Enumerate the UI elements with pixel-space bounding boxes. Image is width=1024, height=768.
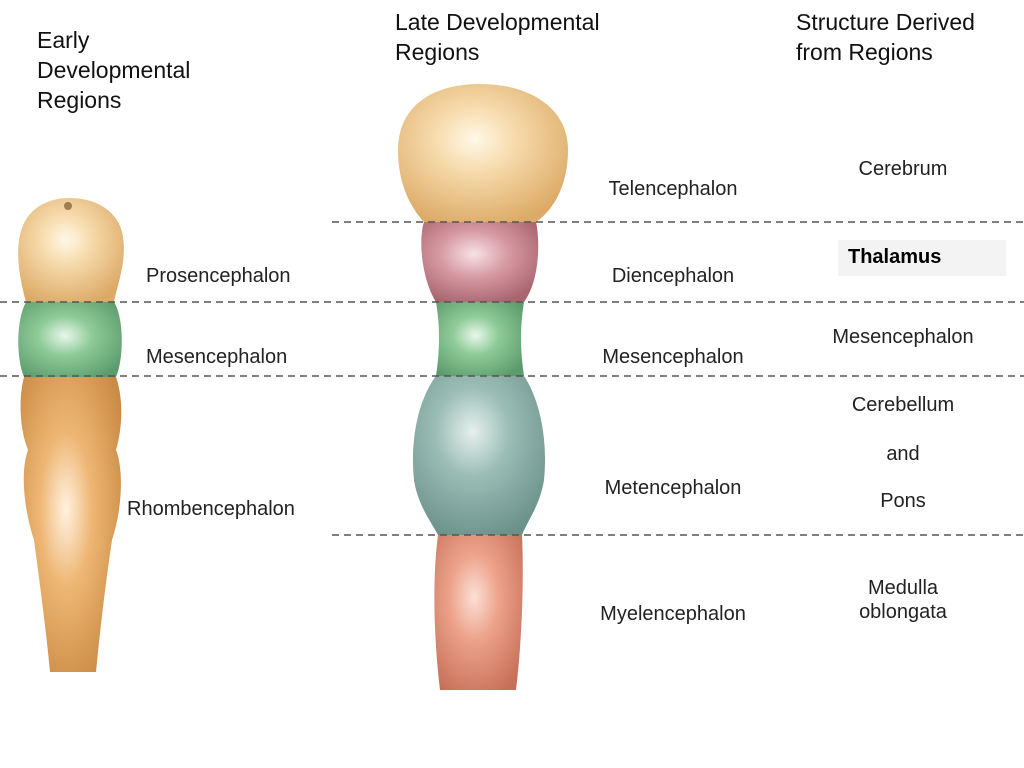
label-myelencephalon: Myelencephalon (600, 603, 746, 625)
early-mesencephalon-segment (18, 302, 122, 377)
early-header-line2: Developmental (37, 57, 191, 83)
diencephalon-segment (421, 222, 539, 302)
late-regions-header: Late Developmental Regions (395, 7, 600, 67)
label-metencephalon: Metencephalon (604, 477, 742, 499)
derived-header-line2: from Regions (796, 39, 933, 65)
label-derived-mesencephalon: Mesencephalon (832, 326, 974, 348)
label-pons: Pons (880, 490, 926, 512)
telencephalon-segment (398, 84, 568, 222)
label-thalamus: Thalamus (848, 246, 942, 268)
label-rhombencephalon: Rhombencephalon (127, 498, 295, 520)
label-cerebrum: Cerebrum (858, 158, 948, 180)
early-header-line3: Regions (37, 87, 122, 113)
label-diencephalon: Diencephalon (611, 265, 735, 287)
label-and: and (886, 443, 920, 465)
label-medulla-line1: Medulla (867, 577, 939, 599)
early-regions-header: Early Developmental Regions (37, 25, 190, 115)
early-prosencephalon-segment (18, 198, 124, 302)
label-telencephalon: Telencephalon (608, 178, 738, 200)
label-medulla-line2: oblongata (859, 601, 947, 623)
label-prosencephalon: Prosencephalon (146, 265, 291, 287)
thalamus-highlight-box: Thalamus (838, 240, 1006, 276)
mesencephalon-segment (436, 302, 524, 376)
early-rhombencephalon-segment (20, 377, 122, 672)
myelencephalon-segment (434, 535, 523, 690)
early-header-line1: Early (37, 27, 90, 53)
label-late-mesencephalon: Mesencephalon (602, 346, 744, 368)
metencephalon-segment (412, 376, 546, 535)
derived-header-line1: Structure Derived (796, 9, 975, 35)
early-neural-tube (18, 198, 124, 672)
label-medulla-oblongata: Medulla oblongata (859, 576, 947, 624)
late-header-line1: Late Developmental (395, 9, 600, 35)
derived-structures-header: Structure Derived from Regions (796, 7, 975, 67)
late-header-line2: Regions (395, 39, 480, 65)
region-dividers (0, 221, 1024, 536)
label-early-mesencephalon: Mesencephalon (146, 346, 288, 368)
neuropore-opening (64, 202, 72, 210)
late-neural-tube (398, 84, 568, 690)
label-cerebellum: Cerebellum (851, 394, 955, 416)
